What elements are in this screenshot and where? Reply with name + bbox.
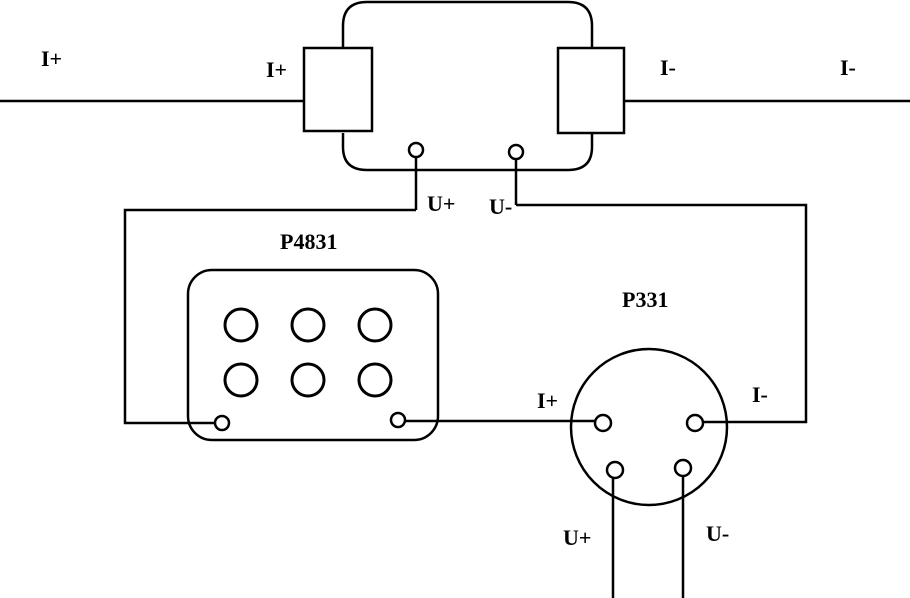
p4831-terminal-left xyxy=(213,414,231,432)
p4831-knob-4 xyxy=(223,362,259,398)
label-potential-plus: U+ xyxy=(427,191,455,216)
p331-instrument xyxy=(569,347,729,507)
potential-terminal-minus xyxy=(507,143,525,161)
sample-holder-frame xyxy=(341,0,594,172)
label-p331-current-plus: I+ xyxy=(537,388,558,413)
p4831-knob-3 xyxy=(357,307,393,343)
potential-terminal-plus xyxy=(407,141,425,159)
label-line-right: I- xyxy=(840,55,856,80)
p4831-knob-2 xyxy=(290,307,326,343)
wire-uplus-to-p4831 xyxy=(123,208,416,425)
p331-terminal-voltage-plus xyxy=(605,460,625,480)
label-p331-voltage-minus: U- xyxy=(706,521,729,546)
wire-uminus-to-p331 xyxy=(516,203,808,424)
p4831-instrument xyxy=(186,268,440,442)
label-p4831: P4831 xyxy=(280,229,337,254)
p331-terminal-current-plus xyxy=(593,413,613,433)
label-potential-minus: U- xyxy=(489,194,512,219)
label-resistor-left: I+ xyxy=(266,57,287,82)
label-line-left: I+ xyxy=(41,46,62,71)
current-contact-right xyxy=(556,46,626,135)
current-contact-left xyxy=(302,46,374,133)
label-resistor-right: I- xyxy=(660,55,676,80)
p4831-knob-5 xyxy=(290,362,326,398)
label-p331-current-minus: I- xyxy=(752,382,768,407)
p331-terminal-voltage-minus xyxy=(673,458,693,478)
p4831-knob-1 xyxy=(223,307,259,343)
label-p331-voltage-plus: U+ xyxy=(563,525,591,550)
p4831-terminal-right xyxy=(389,411,407,429)
p4831-knob-6 xyxy=(357,362,393,398)
label-p331: P331 xyxy=(622,287,668,312)
p331-terminal-current-minus xyxy=(685,413,705,433)
